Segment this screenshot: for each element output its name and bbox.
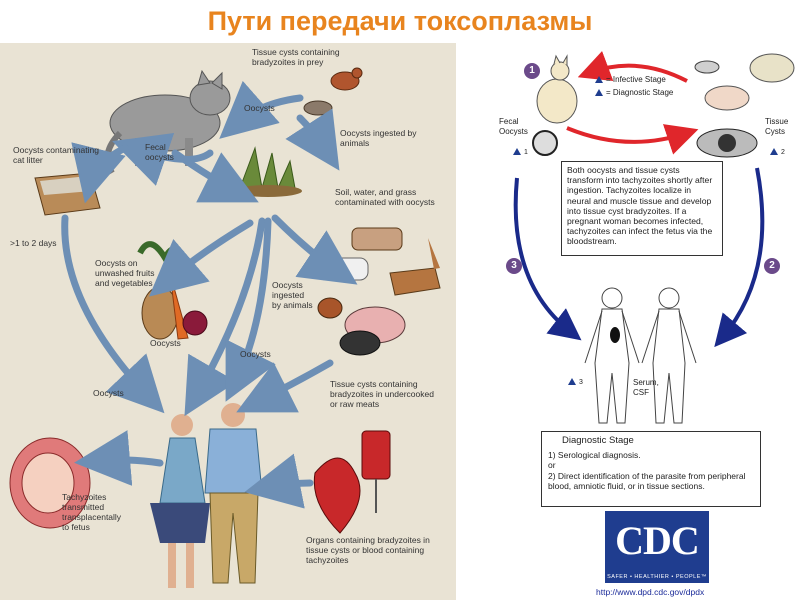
pregnant-woman-illustration: [150, 414, 210, 588]
label-serum-csf: Serum, CSF: [633, 378, 659, 397]
mouse-illustration: [303, 100, 333, 116]
step-2-badge: 2: [764, 258, 780, 274]
soil-grass-illustration: [234, 146, 302, 197]
fetus-marker: [610, 327, 620, 343]
diagnostic-stage-icon: [595, 89, 603, 96]
label-oocysts-a: Oocysts: [150, 338, 181, 348]
label-oocysts-c: Oocysts: [93, 388, 124, 398]
transmission-illustration: [9, 67, 441, 588]
diagnostic-item-2: 2) Direct identification of the parasite…: [548, 470, 746, 492]
stage-mark-1: 1: [513, 148, 528, 158]
label-tissue-cysts-right: Tissue Cysts: [765, 117, 789, 136]
page-title: Пути передачи токсоплазмы: [207, 6, 593, 36]
cdc-tagline: SAFER • HEALTHIER • PEOPLE™: [607, 574, 707, 580]
stage-mark-3: 3: [568, 378, 583, 388]
sheep-icon: [749, 53, 795, 83]
stage-mark-2: 2: [770, 148, 785, 158]
label-tissue-cysts-meat: Tissue cysts containing bradyzoites in u…: [330, 379, 434, 409]
cycle-arrows: [513, 51, 765, 348]
farm-animals-illustration: [317, 227, 441, 356]
label-oocysts-ingested-mid: Oocysts ingested by animals: [272, 280, 313, 310]
cdc-logo: CDC SAFER • HEALTHIER • PEOPLE™: [605, 511, 709, 583]
label-organs-blood: Organs containing bradyzoites in tissue …: [306, 535, 430, 565]
mouse-icon: [694, 60, 720, 74]
bird-illustration: [330, 67, 363, 91]
cdc-logo-text: CDC: [615, 518, 700, 563]
step-1-badge: 1: [524, 63, 540, 79]
pig-icon: [704, 85, 750, 111]
life-cycle-info-box: Both oocysts and tissue cysts transform …: [561, 161, 723, 256]
diagnostic-or: or: [548, 460, 556, 470]
label-days: >1 to 2 days: [10, 238, 57, 248]
man-illustration: [204, 403, 263, 584]
label-oocysts-top: Oocysts: [244, 103, 275, 113]
blood-bag-illustration: [361, 430, 391, 513]
cat-icon: [536, 54, 578, 124]
infective-stage-icon: [595, 76, 603, 83]
legend-infective: = Infective Stage: [595, 74, 666, 85]
diagnostic-stage-title: Diagnostic Stage: [562, 435, 634, 446]
label-oocysts-fruits: Oocysts on unwashed fruits and vegetable…: [95, 258, 155, 288]
life-cycle-illustration: [513, 51, 795, 424]
diagnostic-item-1: 1) Serological diagnosis.: [548, 449, 641, 460]
diagnostic-stage-box: Diagnostic Stage 1) Serological diagnosi…: [541, 431, 761, 507]
label-oocysts-cat-litter: Oocysts contaminating cat litter: [13, 145, 99, 165]
stage-triangle-icon: [770, 148, 778, 155]
fetus-illustration: [9, 437, 91, 529]
label-tachyzoites-fetus: Tachyzoites transmitted transplacentally…: [62, 492, 122, 532]
legend-diagnostic: = Diagnostic Stage: [595, 87, 673, 98]
step-3-badge: 3: [506, 258, 522, 274]
label-oocysts-b: Oocysts: [240, 349, 271, 359]
transmission-arrows: [61, 80, 358, 509]
label-oocysts-ingested-top: Oocysts ingested by animals: [340, 128, 417, 148]
label-fecal-oocysts-right: Fecal Oocysts: [499, 117, 528, 136]
human-outlines: [584, 287, 697, 424]
fecal-oocyst-icon: [532, 130, 558, 156]
stage-triangle-icon: [568, 378, 576, 385]
label-fecal-oocysts: Fecal oocysts: [145, 142, 174, 162]
tissue-cyst-icon: [696, 128, 758, 158]
label-soil-water-grass: Soil, water, and grass contaminated with…: [335, 187, 435, 207]
heart-illustration: [313, 457, 361, 534]
label-tissue-cysts-prey: Tissue cysts containing bradyzoites in p…: [252, 47, 340, 67]
source-link[interactable]: http://www.dpd.cdc.gov/dpdx: [596, 587, 705, 597]
stage-triangle-icon: [513, 148, 521, 155]
